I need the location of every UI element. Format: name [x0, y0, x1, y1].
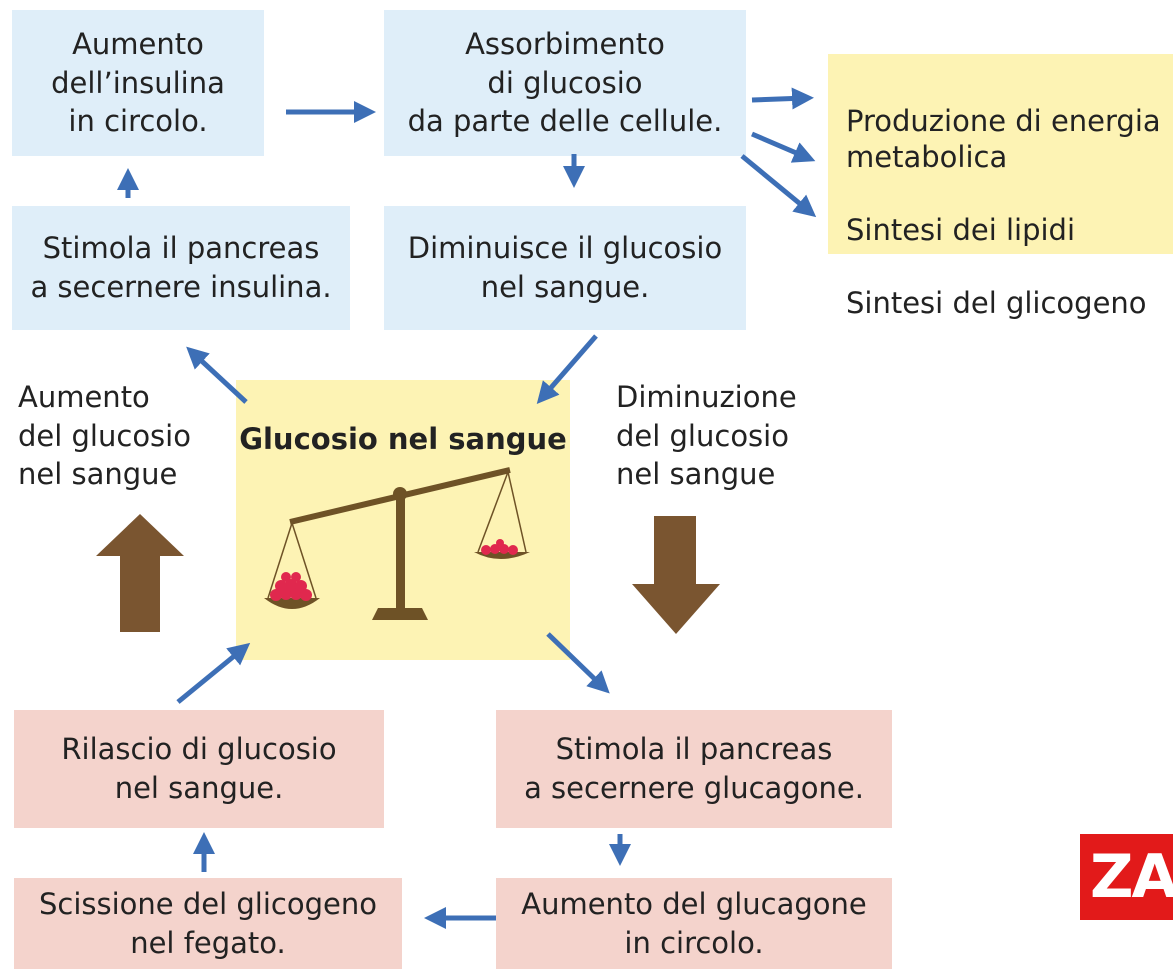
arrow-to-glicogeno	[740, 154, 817, 218]
box-stimola-glucagone: Stimola il pancreas a secernere glucagon…	[496, 710, 892, 828]
outputs-list: Produzione di energia metabolica Sintesi…	[846, 66, 1161, 358]
output-lipidi: Sintesi dei lipidi	[846, 213, 1076, 248]
output-glicogeno: Sintesi del glicogeno	[846, 286, 1147, 321]
box-diminuisce-glucosio: Diminuisce il glucosio nel sangue.	[384, 206, 746, 330]
publisher-logo: ZAN	[1080, 834, 1173, 920]
arrow-to-lipidi	[751, 131, 816, 163]
big-up-arrow-icon	[96, 514, 184, 632]
box-assorbimento-glucosio: Assorbimento di glucosio da parte delle …	[384, 10, 746, 156]
arrow-to-energia	[751, 87, 814, 110]
center-title: Glucosio nel sangue	[239, 422, 567, 456]
glucose-pile-right	[481, 539, 518, 555]
label-diminuzione-glucosio: Diminuzione del glucosio nel sangue	[616, 380, 797, 492]
box-aumento-insulina: Aumento dell’insulina in circolo.	[12, 10, 264, 156]
arrow-rilascio-to-center	[176, 642, 251, 704]
arrow-center-to-stimola-glucagone	[546, 632, 610, 694]
arrow-center-to-stimola-insulina	[186, 346, 248, 404]
label-aumento-glucosio: Aumento del glucosio nel sangue	[18, 380, 191, 492]
box-scissione-glicogeno: Scissione del glicogeno nel fegato.	[14, 878, 402, 969]
big-down-arrow-icon	[632, 516, 720, 634]
box-rilascio-glucosio: Rilascio di glucosio nel sangue.	[14, 710, 384, 828]
balance-scale-icon	[264, 467, 530, 620]
box-stimola-insulina: Stimola il pancreas a secernere insulina…	[12, 206, 350, 330]
outputs-box: Produzione di energia metabolica Sintesi…	[828, 54, 1173, 320]
box-aumento-glucagone: Aumento del glucagone in circolo.	[496, 878, 892, 969]
arrow-diminuisce-to-center	[536, 334, 598, 405]
glucose-pile-left	[270, 572, 312, 601]
output-energia: Produzione di energia metabolica	[846, 103, 1161, 175]
